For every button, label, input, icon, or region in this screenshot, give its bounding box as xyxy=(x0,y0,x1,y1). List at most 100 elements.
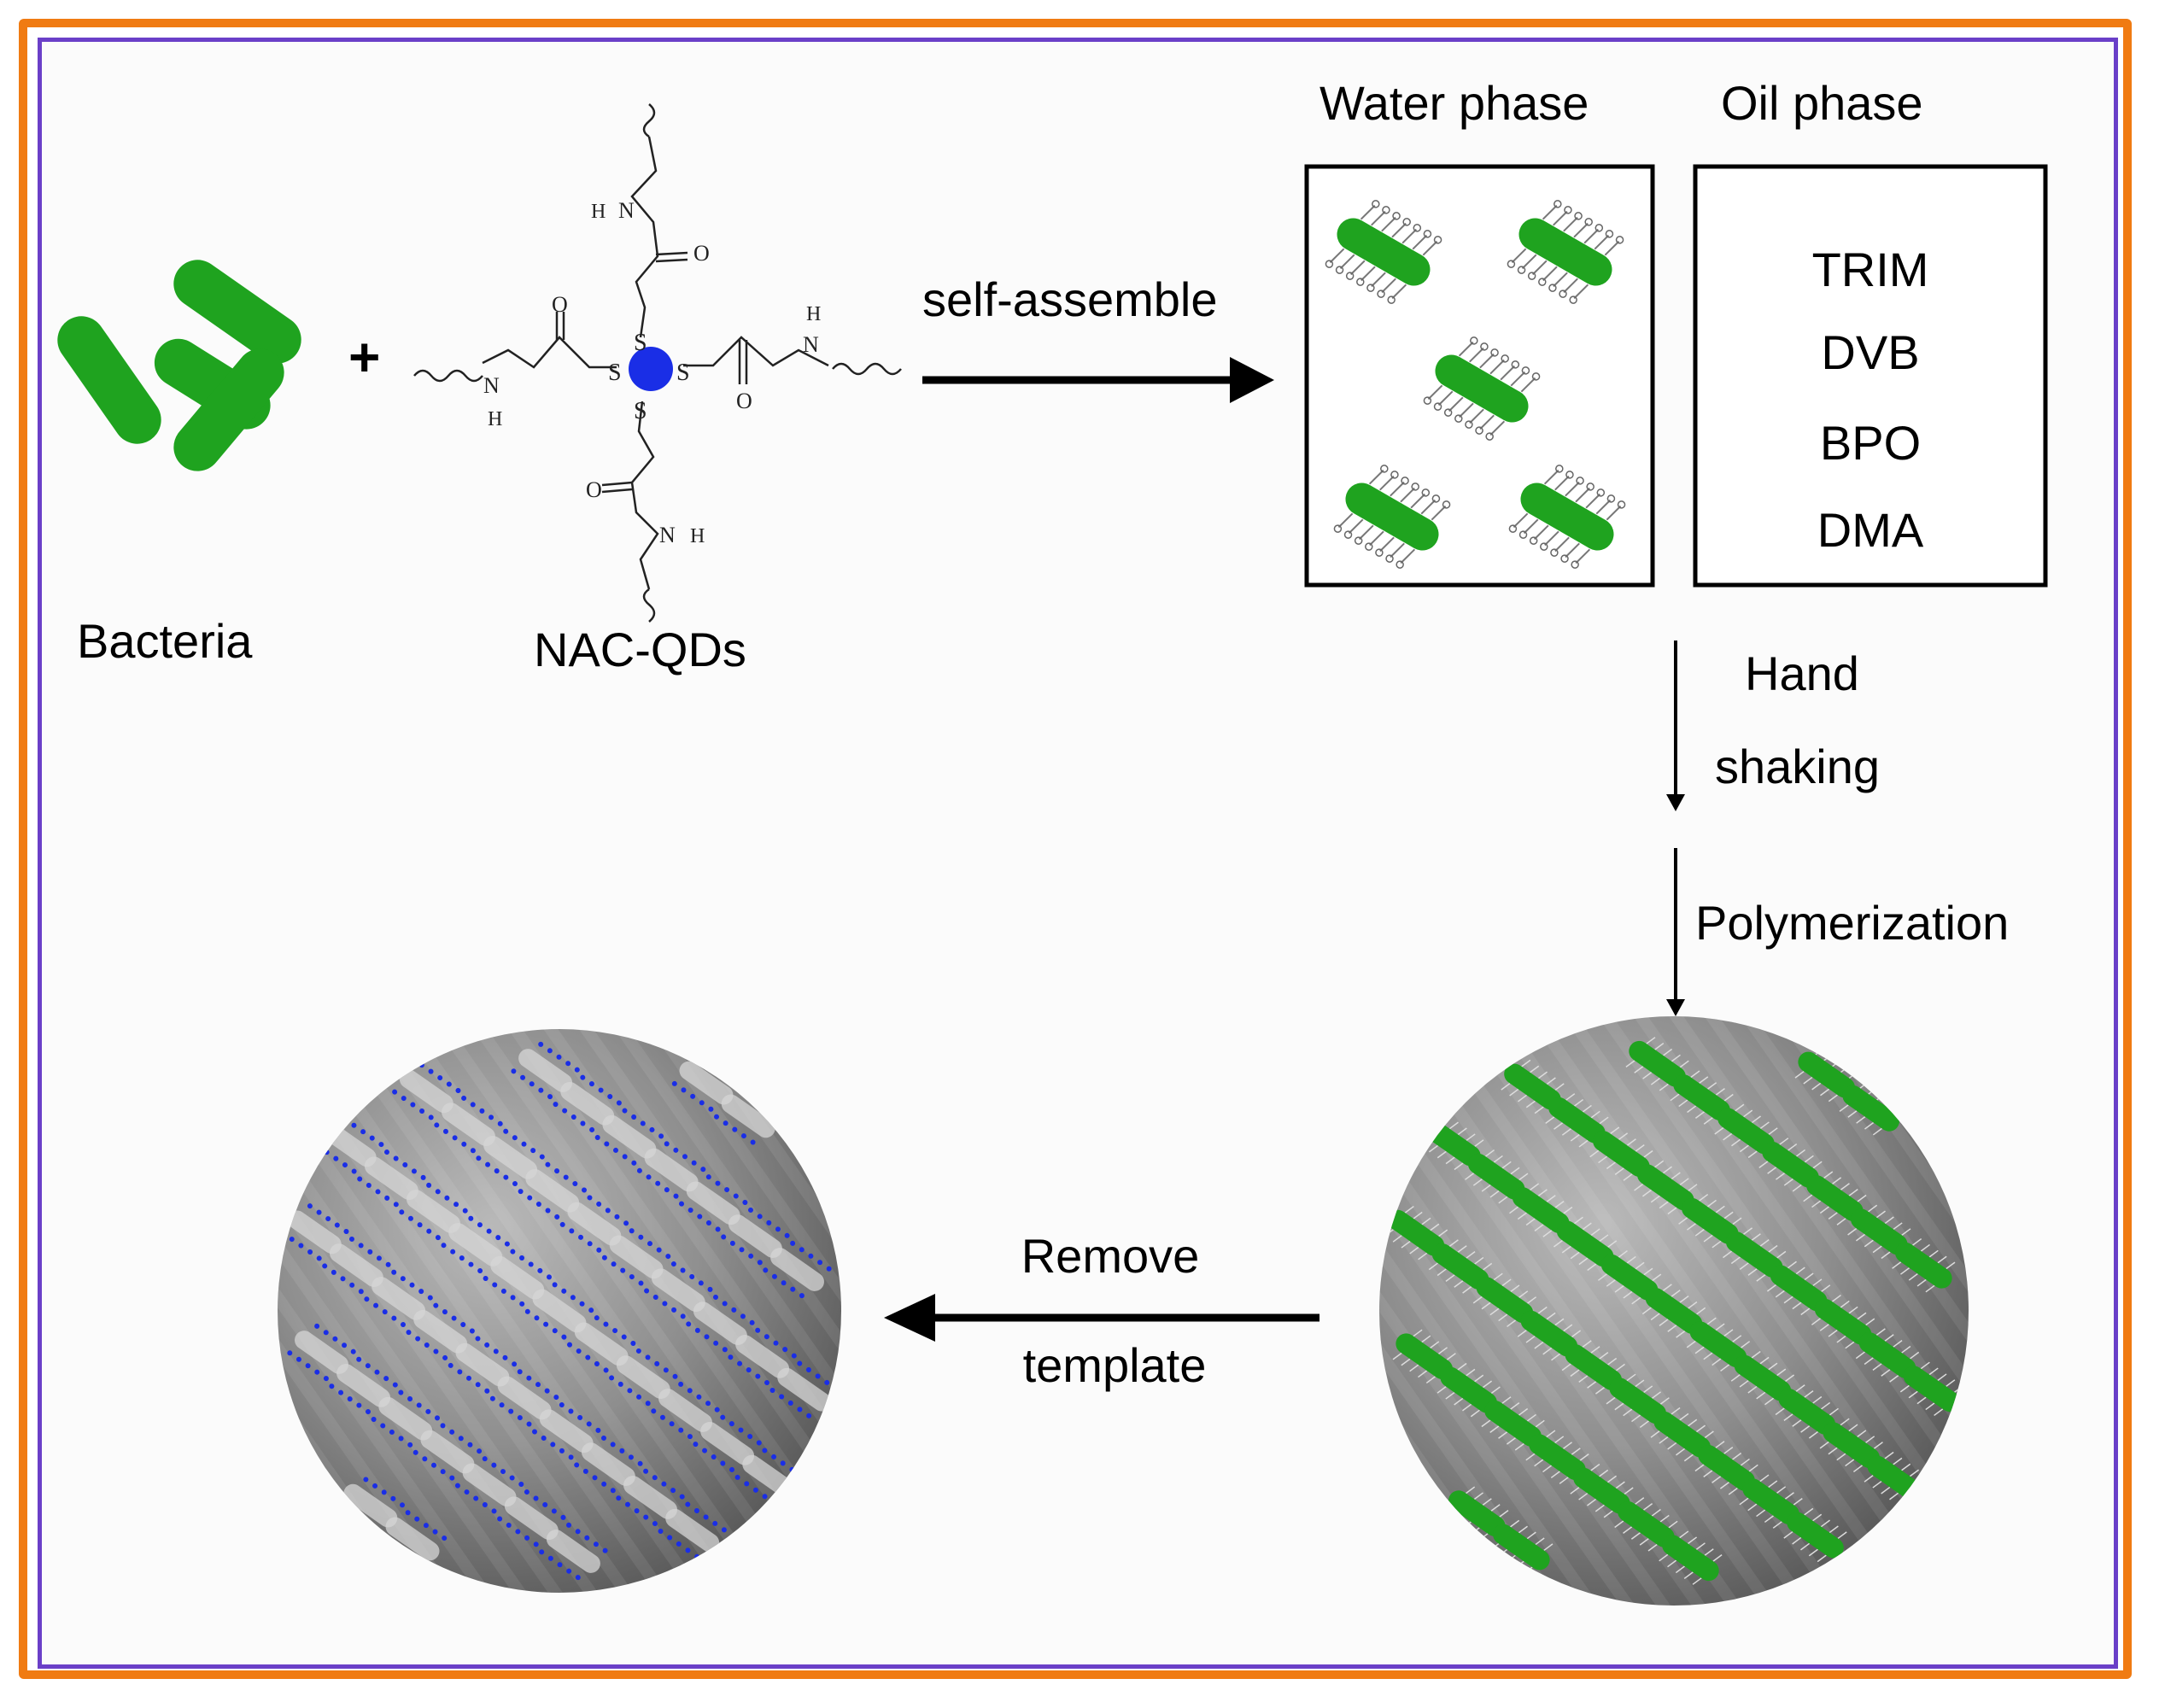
qd-dot xyxy=(398,1436,404,1442)
qd-dot xyxy=(477,1268,483,1274)
qd-ligand xyxy=(1570,1133,1580,1142)
bacteria-cavity xyxy=(441,1215,510,1274)
qd-ligand xyxy=(1339,254,1355,270)
qd-dot xyxy=(366,1182,372,1188)
qd-ligand xyxy=(1422,240,1438,256)
qd-ligand xyxy=(1428,1144,1439,1153)
qd-dot xyxy=(315,1143,321,1149)
qd-ligand xyxy=(1739,1262,1749,1270)
qd-ligand xyxy=(1553,210,1568,226)
qd-ligand xyxy=(1821,1284,1831,1292)
qd-ligand xyxy=(1699,1076,1709,1084)
qd-ligand xyxy=(1607,1357,1618,1366)
qd-ligand xyxy=(1537,1189,1548,1196)
qd-dot xyxy=(528,1261,534,1267)
qd-dot xyxy=(518,1481,524,1487)
qd-ligand xyxy=(1740,1341,1751,1348)
embedded-bacterium xyxy=(1509,1183,1573,1237)
qd-ligand xyxy=(1623,1526,1633,1534)
qd-ligand xyxy=(1392,1235,1402,1243)
qd-ligand xyxy=(1819,1324,1829,1331)
qd-ligand xyxy=(1379,536,1395,553)
qd-ligand xyxy=(1623,1290,1633,1299)
qd-dot xyxy=(609,1375,615,1381)
bacterium-rod xyxy=(1548,1097,1606,1144)
qd-ligand xyxy=(1614,1402,1624,1411)
qd-dot xyxy=(433,1302,439,1308)
qd-ligand xyxy=(1686,1340,1696,1348)
qd-particle xyxy=(1372,200,1380,208)
cavity-imprint xyxy=(574,1322,629,1366)
qd-particle xyxy=(1433,402,1442,411)
qd-ligand xyxy=(1845,1459,1855,1467)
qd-ligand xyxy=(1457,1362,1467,1371)
qd-dot xyxy=(771,1454,777,1459)
qd-dot xyxy=(771,1273,777,1279)
bacterium-rod xyxy=(1895,1242,1952,1289)
qd-dot xyxy=(622,1108,628,1114)
qd-ligand xyxy=(1872,1127,1882,1136)
qd-ligand xyxy=(1946,1379,1956,1387)
qd-dot xyxy=(369,1135,375,1141)
qd-ligand xyxy=(1847,1227,1858,1236)
qd-dot xyxy=(314,1323,320,1329)
qd-ligand xyxy=(1893,1340,1903,1348)
cavity-imprint xyxy=(504,1496,559,1541)
qd-ligand xyxy=(1641,1307,1652,1315)
qd-ligand xyxy=(1695,1542,1706,1550)
qd-particle xyxy=(1555,465,1564,473)
qd-dot xyxy=(645,1401,651,1407)
qd-ligand xyxy=(1683,1454,1694,1462)
qd-dot xyxy=(418,1289,424,1295)
qd-ligand xyxy=(1671,1054,1681,1062)
cavity-imprint xyxy=(735,1335,790,1378)
qd-ligand xyxy=(1509,1088,1519,1097)
qd-particle xyxy=(1354,536,1363,545)
qd-ligand xyxy=(1379,475,1395,491)
qd-dot xyxy=(521,1141,527,1147)
qd-dot xyxy=(295,1356,301,1362)
qd-dot xyxy=(546,1274,552,1280)
qd-ligand xyxy=(1425,1376,1436,1384)
qd-particle xyxy=(1571,560,1579,569)
bacteria-cavity xyxy=(728,1327,797,1386)
qd-ligand xyxy=(1635,1261,1645,1270)
qd-dot xyxy=(387,1543,393,1549)
bacterium-rod xyxy=(1778,1388,1836,1435)
qd-ligand xyxy=(1401,228,1418,244)
qd-ligand xyxy=(1590,1110,1600,1119)
bacteria-cavity xyxy=(406,1302,475,1360)
qd-dot xyxy=(631,1160,637,1166)
qd-ligand xyxy=(1573,284,1589,300)
qd-ligand xyxy=(1694,1464,1705,1472)
qd-dot xyxy=(799,1293,805,1299)
qd-ligand xyxy=(1606,1279,1616,1287)
qd-ligand xyxy=(1668,1520,1678,1529)
qd-dot xyxy=(670,1261,676,1267)
qd-dot xyxy=(382,1309,388,1315)
qd-dot xyxy=(798,1473,804,1479)
qd-dot xyxy=(435,1235,441,1241)
qd-dot xyxy=(492,1282,498,1288)
bacteria-cavity xyxy=(280,1203,349,1261)
bacteria-cavity xyxy=(686,1294,755,1353)
qd-dot xyxy=(589,1126,595,1132)
qd-ligand xyxy=(1651,1391,1662,1399)
qd-ligand xyxy=(1703,1117,1713,1125)
qd-ligand xyxy=(1563,278,1578,294)
qd-ligand xyxy=(1624,1487,1634,1495)
qd-dot xyxy=(585,1354,591,1360)
qd-dot xyxy=(696,1394,702,1400)
qd-ligand xyxy=(1743,1109,1753,1118)
qd-dot xyxy=(509,1475,515,1481)
qd-ligand xyxy=(1855,1233,1866,1242)
qd-ligand xyxy=(1917,1475,1928,1483)
qd-ligand xyxy=(1800,1425,1811,1433)
qd-dot xyxy=(652,1475,658,1481)
qd-dot xyxy=(673,1193,679,1199)
qd-dot xyxy=(610,1442,616,1448)
bacteria-cavity xyxy=(574,1435,643,1494)
qd-dot xyxy=(570,1295,576,1301)
qd-dot xyxy=(643,1514,649,1520)
nac-qd-structure xyxy=(413,103,902,623)
